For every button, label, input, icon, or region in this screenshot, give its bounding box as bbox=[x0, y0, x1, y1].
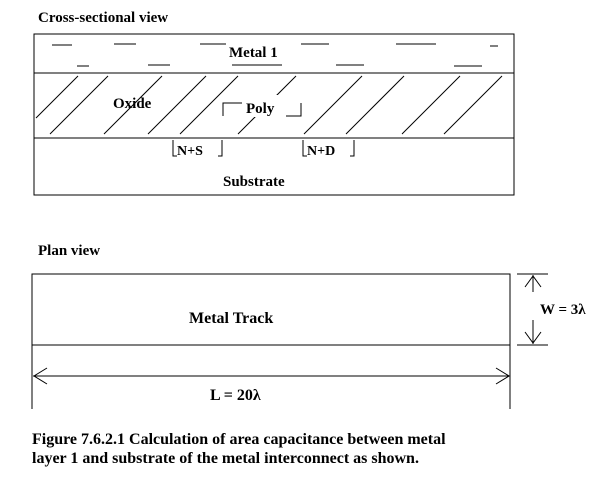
caption-line-1: Figure 7.6.2.1 Calculation of area capac… bbox=[32, 431, 446, 448]
length-dimension bbox=[31, 345, 511, 409]
caption-line-2: layer 1 and substrate of the metal inter… bbox=[32, 450, 419, 467]
poly-label: Poly bbox=[246, 101, 275, 117]
source-label: N+S bbox=[177, 144, 203, 159]
substrate-label: Substrate bbox=[223, 174, 285, 190]
source-region bbox=[172, 140, 223, 157]
cross-section-title: Cross-sectional view bbox=[38, 10, 168, 26]
width-label: W = 3λ bbox=[540, 302, 586, 318]
metal-track-rect bbox=[31, 273, 511, 346]
width-dimension bbox=[517, 273, 548, 346]
poly-gate bbox=[222, 102, 302, 117]
oxide-label: Oxide bbox=[113, 96, 152, 112]
plan-view-title: Plan view bbox=[38, 243, 100, 259]
figure-caption: Figure 7.6.2.1 Calculation of area capac… bbox=[32, 430, 592, 468]
metal-1-label: Metal 1 bbox=[229, 45, 278, 61]
drain-label: N+D bbox=[307, 144, 335, 159]
drain-region bbox=[302, 140, 355, 157]
metal-track-label: Metal Track bbox=[189, 310, 273, 327]
cross-section-box bbox=[33, 33, 515, 196]
length-label: L = 20λ bbox=[210, 387, 261, 404]
metal-layer-dashes bbox=[52, 43, 498, 67]
oxide-hatching bbox=[35, 75, 503, 135]
